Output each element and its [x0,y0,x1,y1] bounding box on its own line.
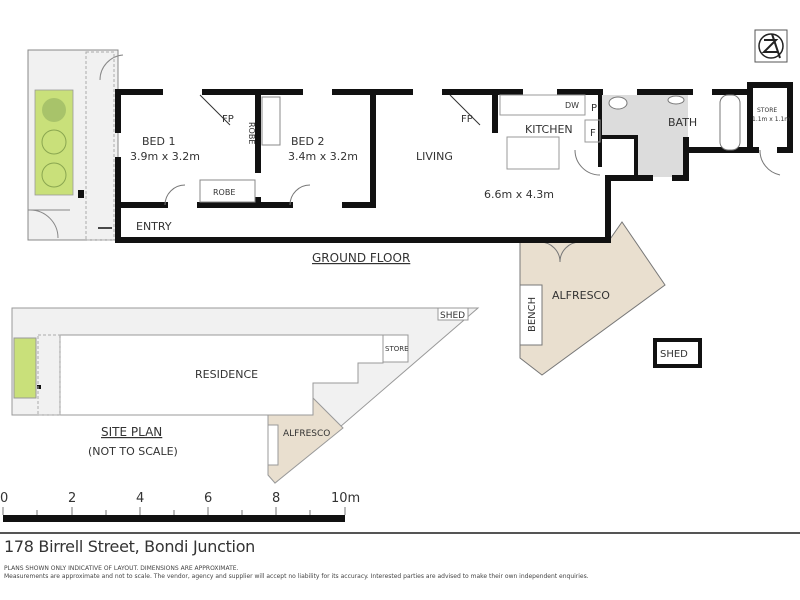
room-size-bed2: 3.4m x 3.2m [288,150,358,163]
room-label-shed: SHED [660,349,688,360]
robe-label: ROBE [213,188,235,197]
site-plan-title: SITE PLAN [101,425,162,439]
scale-label: 0 [0,491,8,506]
ground-floor-title: GROUND FLOOR [312,251,410,265]
walls [115,82,793,243]
north-arrow-icon [754,29,788,63]
robe-label: ROBE [247,122,256,144]
side-passage [27,49,124,241]
scale-bar [2,507,346,522]
scale-label: 6 [204,491,212,506]
room-size-store: 1.1m x 1.1m [752,116,790,123]
room-label-living: LIVING [416,150,453,163]
toilet-icon [608,96,628,110]
scale-label: 4 [136,491,144,506]
robe-bed2 [261,96,281,146]
fireplace-label: FP [222,114,234,125]
room-label-entry: ENTRY [136,220,172,233]
scale-label: 2 [68,491,76,506]
bathtub-icon [719,94,741,151]
room-size-living: 6.6m x 4.3m [484,188,554,201]
room-label-kitchen: KITCHEN [525,123,573,136]
room-label-store: STORE [757,107,777,114]
robe-bed1 [199,179,256,203]
site-alfresco-label: ALFRESCO [283,429,330,439]
site-residence-label: RESIDENCE [195,368,258,381]
disclaimer-heading: PLANS SHOWN ONLY INDICATIVE OF LAYOUT. D… [4,565,239,572]
dishwasher-label: DW [565,101,579,110]
bench [519,284,543,346]
room-label-alfresco: ALFRESCO [552,289,610,302]
site-store-label: STORE [385,345,409,353]
room-size-bed1: 3.9m x 3.2m [130,150,200,163]
footer-divider [0,532,800,534]
bench-label: BENCH [527,297,538,332]
site-shed-label: SHED [440,311,465,321]
kitchen-bench [499,94,586,116]
site-plan-subtitle: (NOT TO SCALE) [88,445,178,458]
pantry-label: P [591,103,597,114]
room-label-bath: BATH [668,116,697,129]
kitchen-island [506,136,560,170]
scale-label: 10m [331,491,360,506]
site-plan [11,307,480,484]
room-label-bed2: BED 2 [291,135,324,148]
fridge-label: F [590,128,596,139]
property-address: 178 Birrell Street, Bondi Junction [4,537,256,556]
basin-icon [667,95,685,105]
fireplace-label: FP [461,114,473,125]
scale-label: 8 [272,491,280,506]
shed [653,338,702,368]
disclaimer-text: Measurements are approximate and not to … [4,573,589,580]
room-label-bed1: BED 1 [142,135,175,148]
